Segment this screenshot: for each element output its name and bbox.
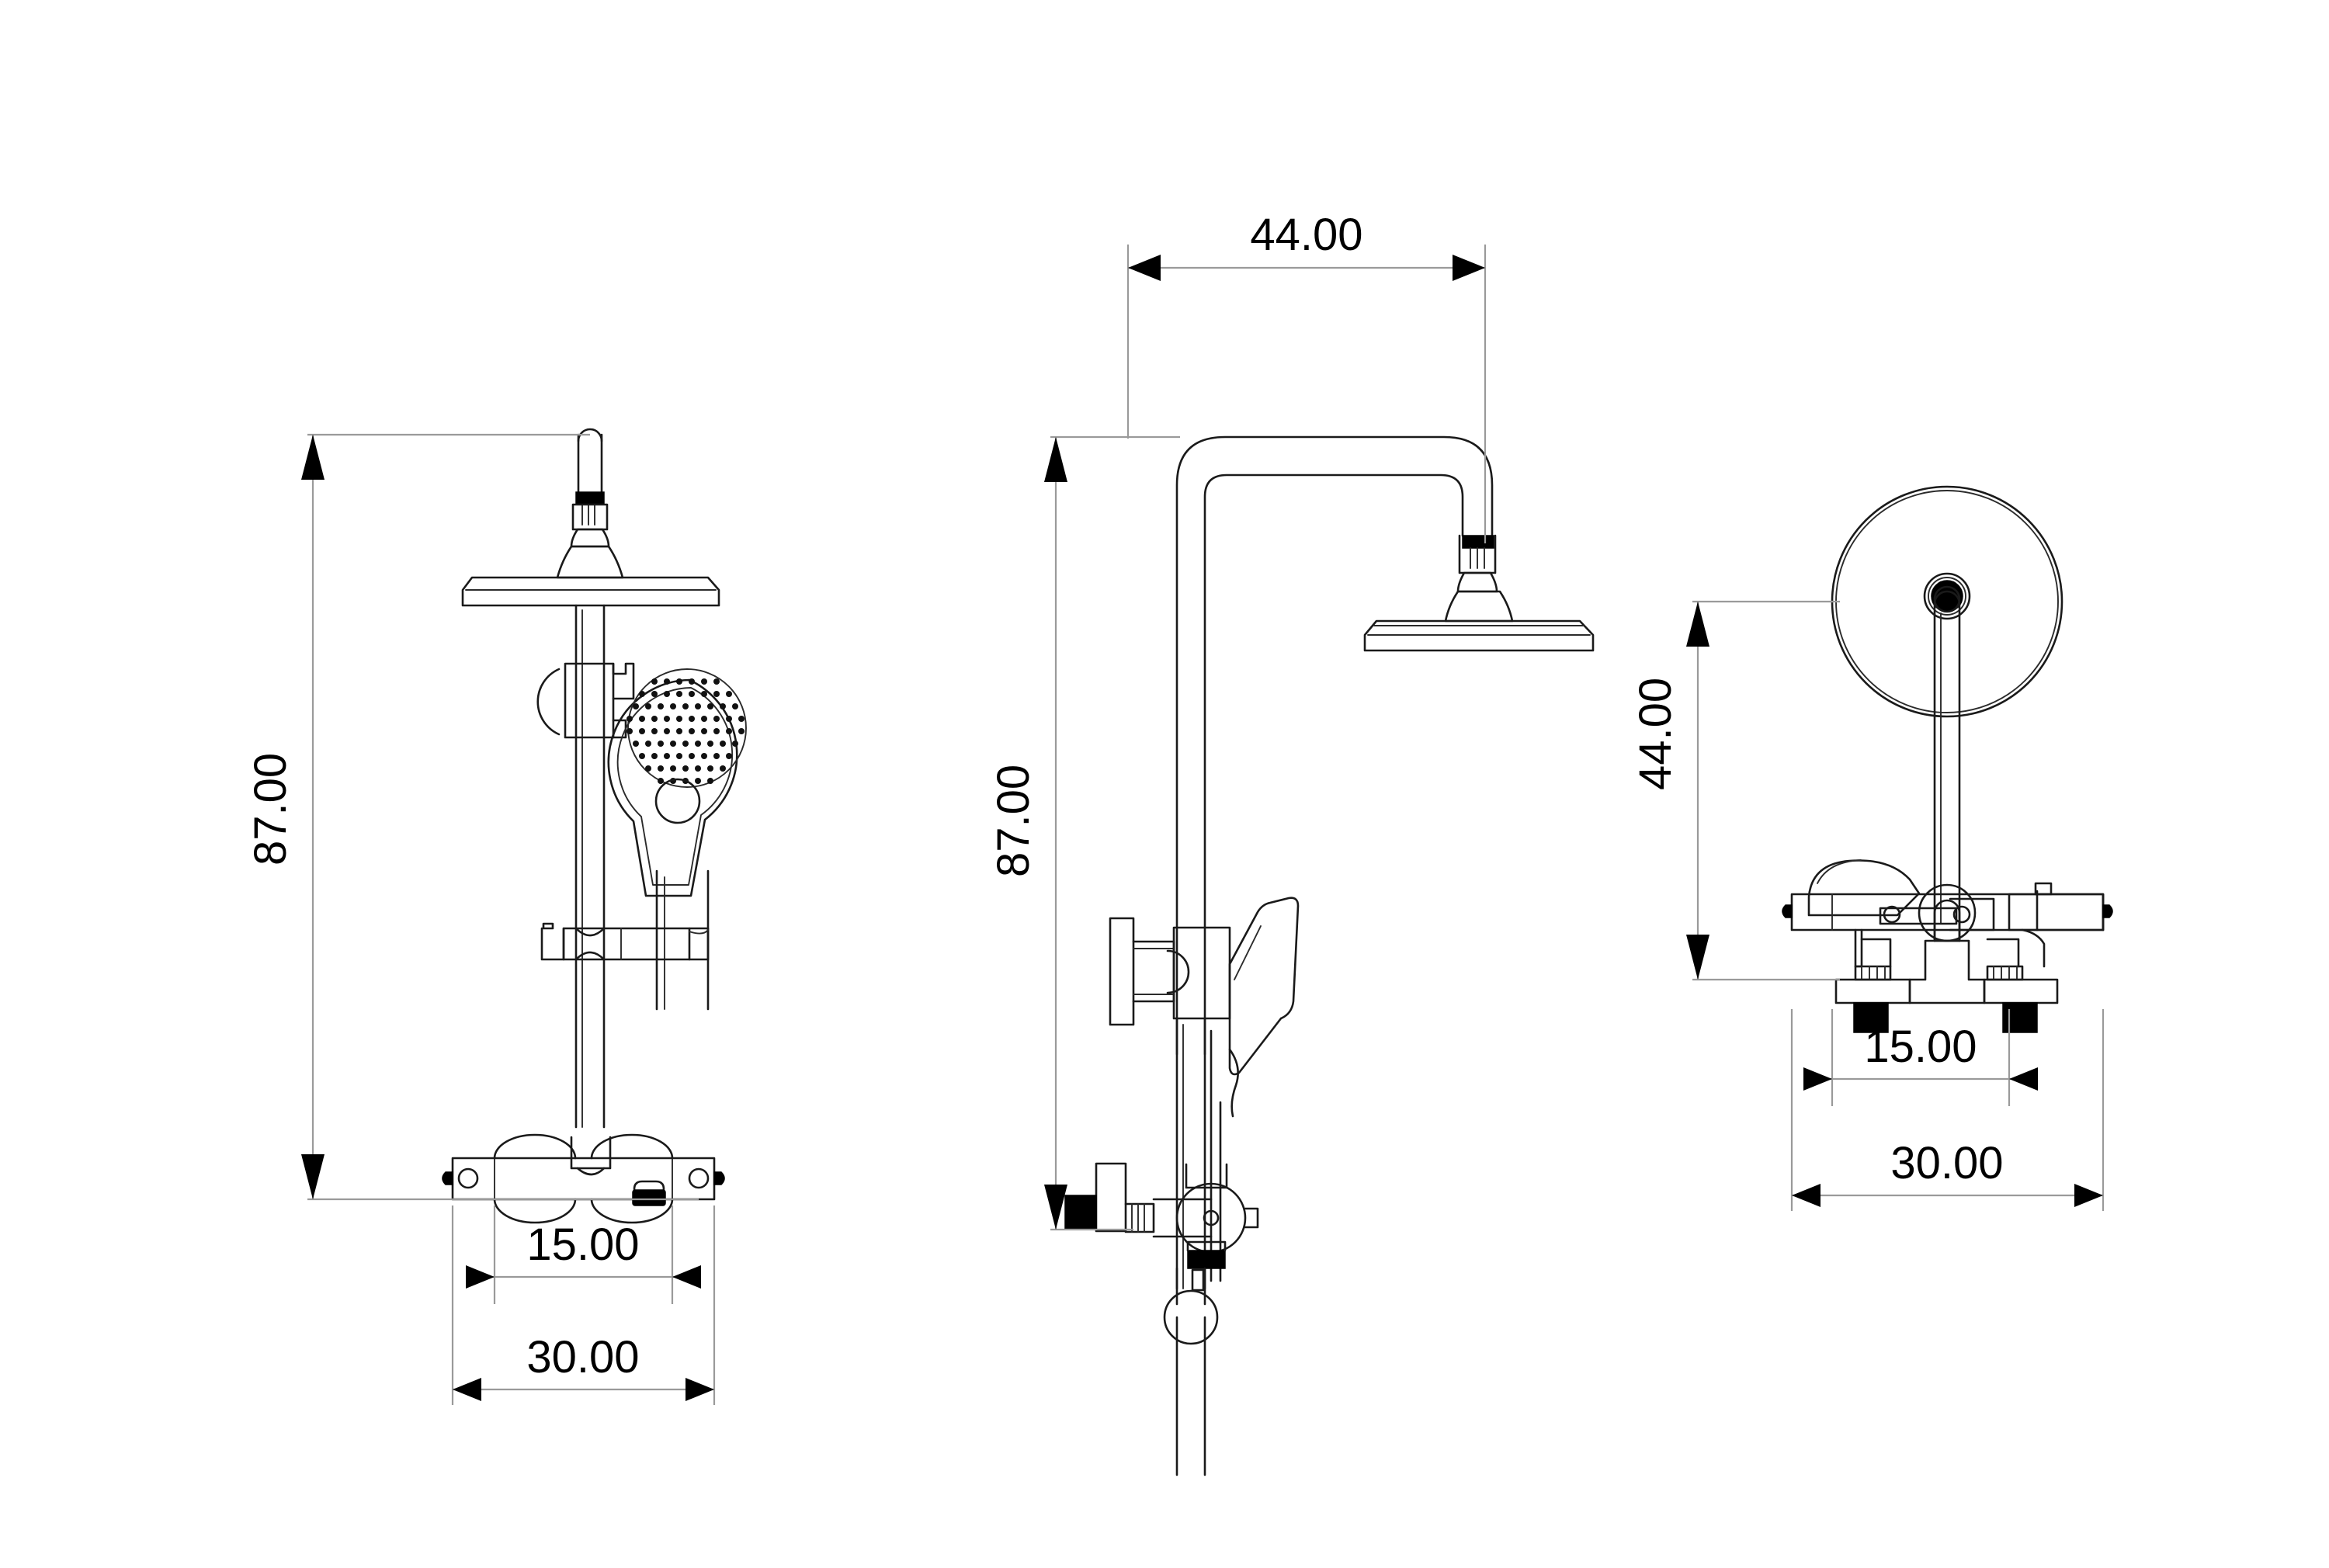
dimension-label-top-inner-width: 15.00 [1864,1022,1977,1072]
dimension-label-side-projection: 44.00 [1250,210,1362,260]
dimension-top-depth: 44.00 [1630,600,1840,981]
front-view-geometry [442,428,747,1224]
dimension-side-projection: 44.00 [1126,210,1487,543]
dimension-label-top-depth: 44.00 [1630,678,1681,790]
side-view-geometry [1064,435,1595,1476]
dimension-front-inner-width: 15.00 [466,1205,701,1304]
front-view: 87.00 15.00 30.00 [245,428,747,1405]
dimension-side-height: 87.00 [988,435,1180,1231]
dimension-label-front-height: 87.00 [245,753,296,866]
dimension-label-front-inner-width: 15.00 [526,1219,639,1270]
dimension-top-inner-width: 15.00 [1803,1009,2038,1106]
dimension-label-front-overall-width: 30.00 [526,1332,639,1382]
dimension-top-overall-width: 30.00 [1790,1009,2105,1211]
dimension-front-overall-width: 30.00 [451,1205,716,1405]
dimension-label-side-height: 87.00 [988,765,1039,877]
top-view: 44.00 15.00 30.00 [1630,485,2113,1211]
dimension-label-top-overall-width: 30.00 [1890,1138,2003,1188]
dimension-front-height: 87.00 [245,433,699,1201]
spray-nozzle-pattern [627,678,745,784]
top-view-geometry [1782,485,2113,1033]
side-view: 44.00 87.00 [988,210,1595,1476]
